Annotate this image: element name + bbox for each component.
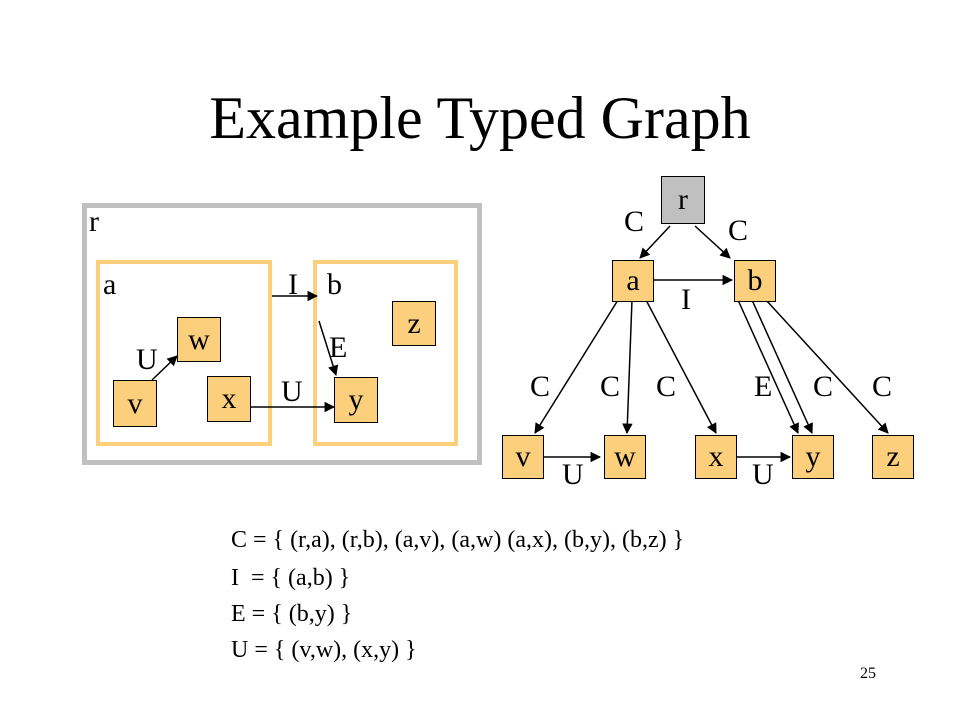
container-b-label: b [327,268,342,301]
right-node-w: w [604,435,646,479]
left-edge-label-u-xy: U [281,375,303,408]
right-edge-label-c-av: C [530,370,551,403]
right-edge-a-x [645,299,717,434]
right-edge-label-c-aw: C [600,370,621,403]
right-edge-b-y-c [751,299,813,434]
right-node-r: r [661,176,705,224]
right-edge-a-v [534,299,619,434]
right-edge-label-c-by: C [813,370,834,403]
formula-e: E = { (b,y) } [231,601,353,627]
right-edge-label-c-bz: C [872,370,893,403]
left-edge-label-u-vw: U [136,343,158,376]
formula-i: I = { (a,b) } [231,565,351,591]
right-node-b: b [734,260,776,302]
left-edge-label-e: E [329,331,348,364]
right-edge-label-c-rb: C [728,214,749,247]
right-edge-label-u-vw: U [562,458,584,491]
right-node-v: v [502,435,544,479]
right-edge-r-a [639,225,671,259]
left-node-v: v [113,380,157,427]
right-node-z: z [872,435,914,479]
left-node-z: z [392,301,436,346]
left-node-w: w [177,317,221,362]
left-edge-label-i: I [288,268,298,301]
right-edge-label-c-ax: C [656,370,677,403]
formula-c: C = { (r,a), (r,b), (a,v), (a,w) (a,x), … [231,527,685,553]
container-a [96,260,272,446]
container-b [313,260,458,446]
right-node-a: a [612,260,654,302]
formula-u: U = { (v,w), (x,y) } [231,637,417,663]
container-a-label: a [103,268,117,301]
right-edge-b-y-e [737,299,799,434]
right-edge-label-u-xy: U [752,458,774,491]
left-edge-v-w [151,355,178,381]
left-node-y: y [334,377,378,423]
right-node-x: x [695,435,737,479]
page-number: 25 [860,665,876,682]
right-edge-r-b [694,225,731,259]
left-node-x: x [207,376,251,422]
right-edge-label-e-by: E [754,370,773,403]
right-node-y: y [792,435,834,479]
right-edge-label-c-ra: C [624,205,645,238]
right-edge-label-i: I [681,283,691,316]
container-r [82,203,482,465]
container-r-label: r [89,205,99,238]
left-edge-b-y [318,320,339,377]
right-edge-b-z [765,299,889,434]
right-edge-a-w [622,299,633,435]
slide-title: Example Typed Graph [209,85,751,151]
